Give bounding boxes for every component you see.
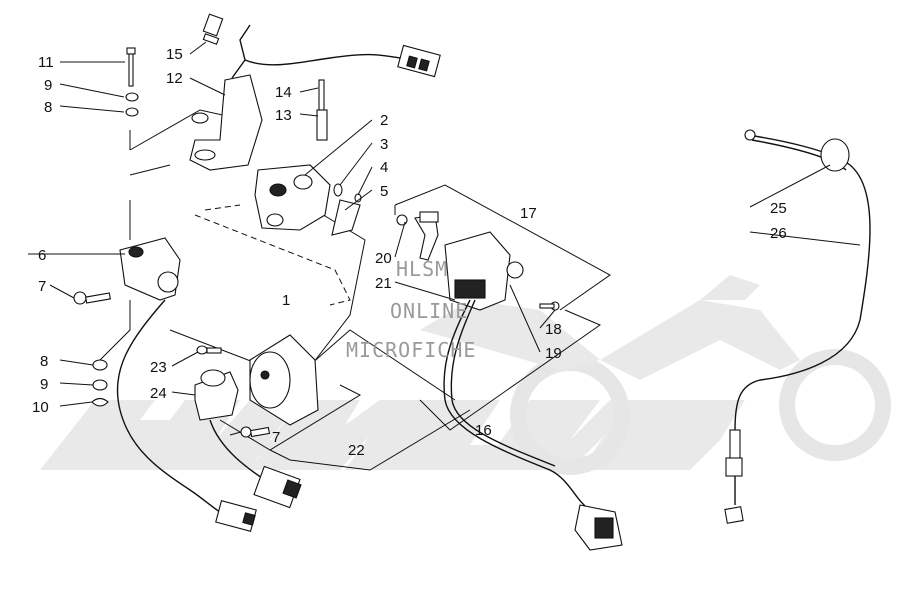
callout-14: 14	[275, 84, 292, 101]
callout-8-top: 8	[44, 99, 52, 116]
cable-25-26	[724, 129, 871, 524]
watermark-line-3: MICROFICHE	[346, 338, 476, 362]
callout-8-low: 8	[40, 353, 48, 370]
callout-13: 13	[275, 107, 292, 124]
callout-15: 15	[166, 46, 183, 63]
screw-18	[539, 301, 560, 311]
callout-20: 20	[375, 250, 392, 267]
callout-16: 16	[475, 422, 492, 439]
throttle-body-2	[254, 164, 331, 231]
callout-4: 4	[380, 159, 388, 176]
callout-5: 5	[380, 183, 388, 200]
bracket-5	[331, 199, 361, 236]
screw-20	[396, 214, 408, 226]
callout-12: 12	[166, 70, 183, 87]
connector-pair-left	[215, 465, 302, 532]
callout-7-low: 7	[272, 429, 280, 446]
callout-9-top: 9	[44, 77, 52, 94]
switch-housing-17	[414, 211, 524, 311]
callout-22: 22	[348, 442, 365, 459]
callout-1: 1	[282, 292, 290, 309]
callout-10: 10	[32, 399, 49, 416]
callout-3: 3	[380, 136, 388, 153]
washer-8-top	[125, 107, 139, 117]
callout-9-low: 9	[40, 376, 48, 393]
callout-19: 19	[545, 345, 562, 362]
screw-7-low	[240, 426, 271, 438]
leader-lines	[28, 41, 861, 436]
heater-22	[249, 334, 319, 426]
connector-boot-15	[202, 13, 224, 45]
washer-8-low	[92, 359, 108, 371]
callout-25: 25	[770, 200, 787, 217]
lockwasher-10	[91, 397, 109, 407]
callout-labels: 11 9 8 15 12 14 13 2 3 4 5 17 6 7 1 20 2…	[32, 46, 787, 459]
callout-6: 6	[38, 247, 46, 264]
throttle-housing-6	[119, 237, 181, 301]
washer-9-top	[125, 92, 139, 102]
callout-17: 17	[520, 205, 537, 222]
callout-24: 24	[150, 385, 167, 402]
callout-26: 26	[770, 225, 787, 242]
callout-23: 23	[150, 359, 167, 376]
watermark-text: HLSM ONLINE MICROFICHE	[346, 257, 476, 362]
screw-7-top	[73, 291, 111, 305]
watermark-line-2: ONLINE	[390, 299, 468, 323]
screw-23	[196, 345, 222, 355]
watermark-line-1: HLSM	[396, 257, 448, 281]
callout-18: 18	[545, 321, 562, 338]
callout-2: 2	[380, 112, 388, 129]
lever-bracket-12	[189, 74, 263, 171]
callout-11: 11	[38, 54, 54, 71]
callout-7-top: 7	[38, 278, 46, 295]
bolt-11	[126, 47, 136, 87]
tag-13	[316, 79, 328, 141]
callout-21: 21	[375, 275, 392, 292]
spring-3	[333, 183, 343, 197]
washer-9-low	[92, 379, 108, 391]
wire-lead-14	[231, 24, 441, 79]
harness-16	[443, 299, 623, 551]
